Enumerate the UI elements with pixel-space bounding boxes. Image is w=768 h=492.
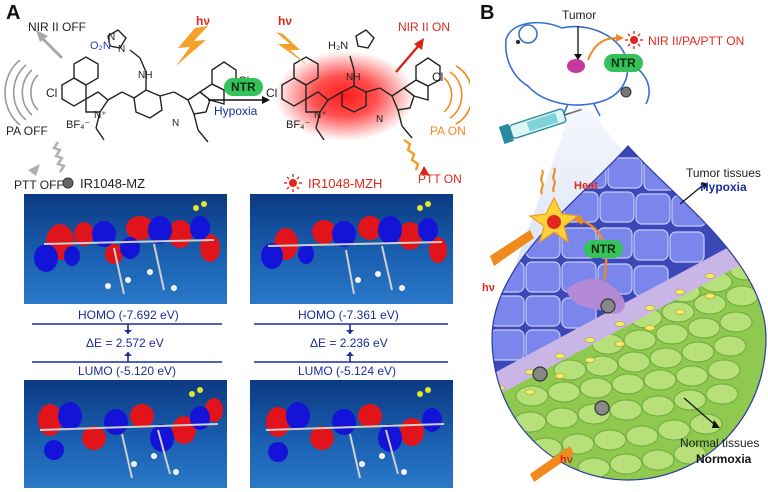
bf4-right-label: BF₄⁻: [286, 119, 311, 131]
lumo-right-image: [250, 380, 453, 488]
lightning-right-icon: [276, 32, 308, 66]
probe-dot-mouse: [620, 86, 632, 98]
normal-tissues-label: Normal tissues: [680, 436, 760, 450]
hv-top-b-label: hν: [482, 282, 495, 294]
pa-on-waves: [443, 65, 470, 125]
red-burst-icon: [284, 174, 302, 192]
homo-left-image: [24, 194, 227, 304]
svg-text:N⁺: N⁺: [314, 110, 327, 121]
svg-text:N: N: [118, 44, 125, 55]
homo-left-label: HOMO (-7.692 eV): [78, 308, 179, 322]
tumor-spot: [567, 59, 585, 73]
syringe-icon: [498, 108, 582, 144]
lumo-left-label: LUMO (-5.120 eV): [78, 364, 177, 378]
ptt-off-arrow: [52, 141, 66, 173]
de-right-label: ΔE = 2.236 eV: [310, 336, 388, 350]
homo-right-image: [250, 194, 453, 304]
panel-b-graphics: [490, 21, 767, 482]
tumor-tissues-label: Tumor tissues: [686, 166, 761, 180]
pa-off-label: PA OFF: [6, 124, 48, 138]
svg-text:NH: NH: [346, 72, 360, 83]
nir-glow: [275, 51, 415, 141]
nir-pa-ptt-label: NIR II/PA/PTT ON: [648, 34, 745, 48]
nir-on-label: NIR II ON: [398, 20, 451, 34]
hypoxia-label-a: Hypoxia: [214, 104, 258, 118]
nir-off-label: NIR II OFF: [28, 20, 86, 34]
cl-right2-label: Cl: [432, 70, 444, 84]
hv-right-label: hν: [278, 14, 293, 28]
nh-left: NH: [138, 70, 152, 81]
svg-text:N⁺: N⁺: [94, 110, 107, 121]
lumo-left-image: [24, 380, 227, 488]
mol-right-name: IR1048-MZH: [308, 176, 383, 191]
ptt-on-arrow: [403, 138, 420, 171]
lightning-left-icon: [176, 26, 208, 66]
energy-diagram: [32, 323, 448, 363]
hv-left-label: hν: [196, 14, 211, 28]
pa-on-label: PA ON: [430, 124, 466, 138]
heat-waves: [540, 167, 556, 195]
ntr-pill-b: NTR: [604, 54, 643, 72]
right-molecule: [281, 29, 441, 141]
blood-vessel: [492, 226, 766, 410]
panel-a-letter: A: [6, 2, 21, 24]
gray-probe-icon: [62, 177, 74, 189]
normoxia-label: Normoxia: [696, 452, 752, 466]
mol-left-name: IR1048-MZ: [80, 176, 146, 191]
heat-label: Heat: [574, 180, 598, 192]
mouse-emission-arrow: [587, 37, 617, 61]
ptt-on-label: PTT ON: [418, 172, 462, 186]
activation-burst-icon: [528, 196, 580, 244]
h2n-label: H₂N: [328, 40, 349, 52]
ptt-off-label: PTT OFF: [14, 178, 64, 192]
hypoxia-label-b: Hypoxia: [700, 180, 747, 194]
svg-text:N: N: [108, 32, 115, 43]
tumor-label: Tumor: [562, 8, 597, 22]
svg-text:N: N: [376, 114, 383, 125]
nir-off-arrow: [38, 34, 64, 60]
lumo-right-label: LUMO (-5.124 eV): [298, 364, 397, 378]
bf4-left-label: BF₄⁻: [66, 119, 91, 131]
homo-right-label: HOMO (-7.361 eV): [298, 308, 399, 322]
ntr-pill-a: NTR: [224, 78, 263, 96]
panel-b-letter: B: [480, 2, 495, 24]
light-beam-bottom-icon: [530, 446, 574, 482]
panel-a-graphics: NH N N⁺ N N NH N N⁺: [4, 26, 470, 363]
pa-off-waves: [4, 59, 39, 126]
hv-bottom-b-label: hν: [560, 454, 573, 466]
cl-right-label: Cl: [266, 86, 278, 100]
no2-label: O₂N: [90, 40, 111, 52]
red-burst-b-icon: [625, 31, 643, 49]
light-beam-top-icon: [490, 230, 534, 266]
nir-on-arrow: [395, 43, 421, 73]
left-molecule: [61, 29, 237, 143]
de-left-label: ΔE = 2.572 eV: [86, 336, 164, 350]
cl-left-label: Cl: [46, 86, 58, 100]
svg-text:N: N: [172, 118, 179, 129]
ntr-pill-inner: NTR: [584, 240, 623, 258]
